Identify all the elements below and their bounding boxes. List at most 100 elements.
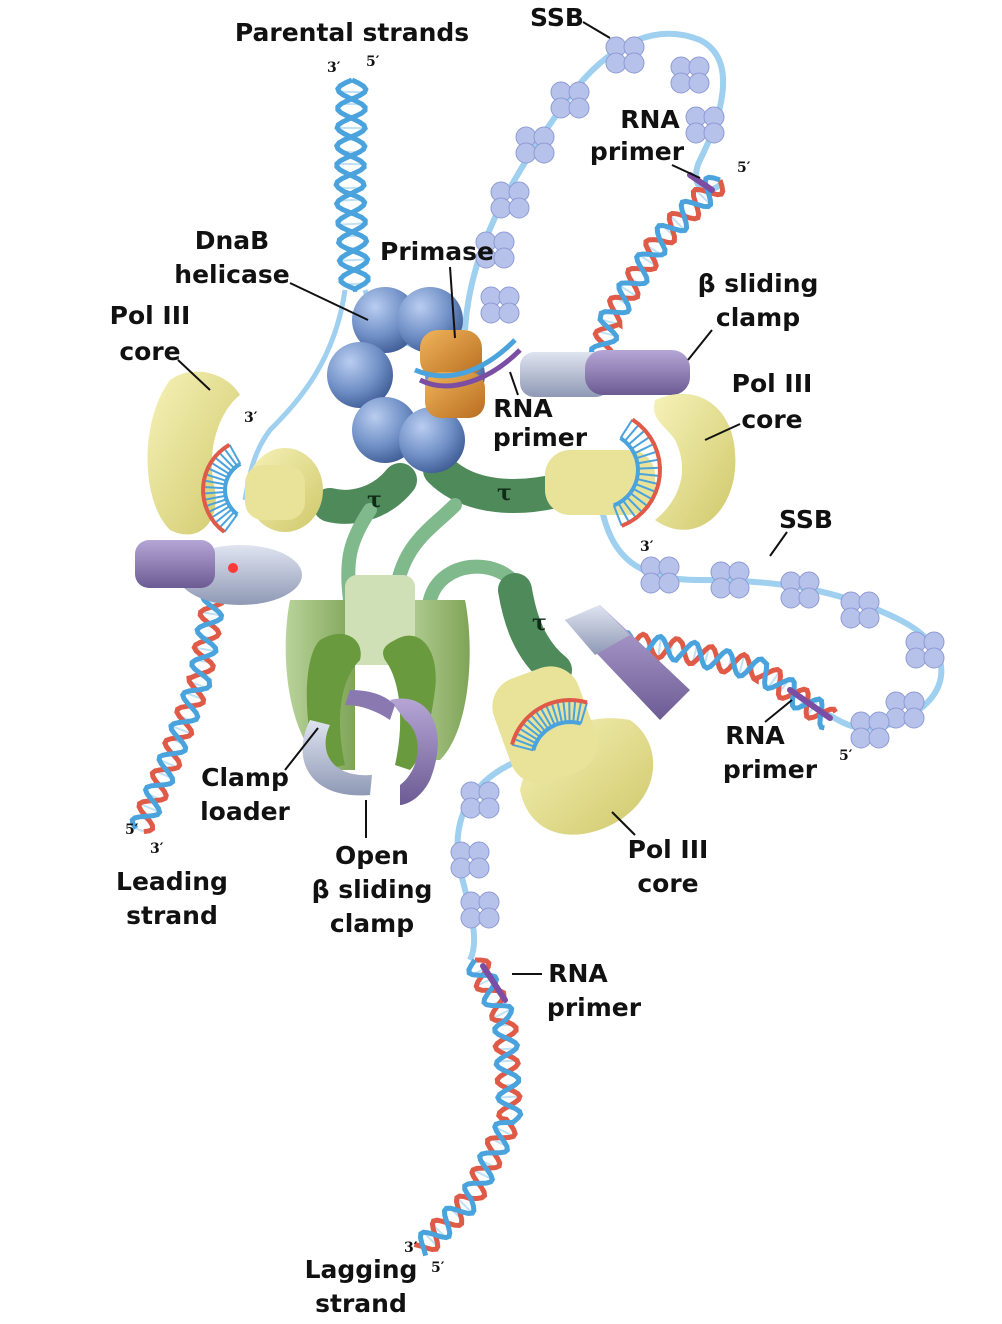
base-pair bbox=[632, 487, 653, 501]
ssb-proteins-bottom bbox=[450, 781, 500, 929]
base-pair bbox=[210, 461, 231, 475]
helix-rung bbox=[135, 827, 145, 833]
label-lagging-2: strand bbox=[315, 1289, 407, 1318]
end-leading-3: 3′ bbox=[150, 841, 164, 857]
leader-rna-primer-mid bbox=[509, 371, 519, 396]
helix-rung bbox=[338, 222, 366, 226]
leader-rna-primer-top bbox=[671, 164, 701, 179]
leader-rna-primer-right bbox=[764, 699, 793, 723]
ssb-protein bbox=[515, 126, 555, 164]
ssb-protein bbox=[460, 781, 500, 819]
end-left-core-3: 3′ bbox=[244, 410, 258, 426]
label-rna-primer-top-1: RNA bbox=[620, 105, 680, 134]
base-pair bbox=[627, 429, 646, 446]
label-ssb-top: SSB bbox=[530, 3, 584, 32]
base-pair bbox=[636, 477, 659, 486]
leader-pol3-left bbox=[177, 359, 211, 391]
leading-strand-synthesis bbox=[201, 443, 242, 534]
label-pol3-left-2: core bbox=[119, 337, 180, 366]
base-pair bbox=[203, 485, 226, 490]
base-pair bbox=[515, 732, 537, 745]
base-pair bbox=[634, 482, 657, 493]
base-pair bbox=[203, 490, 226, 495]
base-pair bbox=[556, 701, 563, 724]
label-rna-primer-low-1: RNA bbox=[548, 959, 608, 988]
ssb-protein bbox=[905, 631, 945, 669]
helix-rung bbox=[139, 802, 160, 814]
tau-label-bottom: τ bbox=[532, 610, 547, 636]
helix-strand-a bbox=[129, 587, 225, 830]
ssb-right-loop bbox=[597, 499, 945, 749]
end-leading-5: 5′ bbox=[125, 822, 139, 838]
base-pair bbox=[623, 423, 640, 442]
end-lagging-3: 3′ bbox=[404, 1240, 418, 1256]
template-strand bbox=[612, 436, 641, 508]
label-pol3-right-1: Pol III bbox=[732, 369, 813, 398]
label-pol3-bottom-2: core bbox=[637, 869, 698, 898]
base-pair bbox=[205, 498, 227, 508]
leader-ssb-top bbox=[582, 21, 611, 39]
end-lagging-5: 5′ bbox=[431, 1260, 445, 1276]
base-pair bbox=[637, 466, 660, 470]
label-clamp-loader-2: loader bbox=[200, 797, 290, 826]
ssb-protein bbox=[475, 231, 515, 269]
label-rna-primer-right-2: primer bbox=[723, 755, 818, 784]
base-pair bbox=[633, 443, 655, 455]
helix-rung bbox=[668, 214, 686, 232]
base-pair bbox=[612, 505, 623, 527]
tau-label-left: τ bbox=[367, 487, 382, 513]
leader-beta-clamp bbox=[687, 329, 713, 361]
rna-primer-segment bbox=[687, 172, 715, 193]
label-open-clamp-3: clamp bbox=[330, 909, 414, 938]
base-pair bbox=[619, 418, 634, 439]
base-pair bbox=[228, 444, 242, 465]
helix-rung bbox=[472, 1168, 493, 1181]
label-open-clamp-2: β sliding bbox=[312, 875, 433, 904]
end-top-primer-5: 5′ bbox=[737, 160, 751, 176]
ssb-protein bbox=[840, 591, 880, 629]
helix-rung bbox=[337, 126, 366, 130]
label-pol3-bottom-1: Pol III bbox=[628, 835, 709, 864]
label-rna-primer-right-1: RNA bbox=[725, 721, 785, 750]
ssb-protein bbox=[685, 106, 725, 144]
helix-rung bbox=[339, 258, 368, 262]
label-leading-2: strand bbox=[126, 901, 218, 930]
ssb-protein bbox=[640, 556, 680, 594]
label-beta-clamp-2: clamp bbox=[716, 303, 800, 332]
base-pair bbox=[205, 473, 227, 482]
leader-dnab bbox=[289, 282, 369, 321]
leader-pol3-bottom bbox=[611, 811, 636, 836]
helix-rung bbox=[618, 284, 638, 298]
leader-pol3-right bbox=[704, 423, 741, 441]
base-pair bbox=[637, 458, 660, 465]
label-lagging-1: Lagging bbox=[305, 1255, 418, 1284]
label-open-clamp-1: Open bbox=[335, 841, 409, 870]
base-pair bbox=[511, 743, 534, 752]
ssb-protein bbox=[850, 711, 890, 749]
base-pair bbox=[203, 494, 226, 501]
base-pair bbox=[203, 479, 226, 486]
rna-primer-segment bbox=[480, 963, 508, 1003]
base-pair bbox=[207, 501, 229, 514]
base-pair bbox=[513, 738, 535, 748]
beta-clamp-bottom bbox=[565, 605, 690, 720]
base-pair bbox=[545, 704, 556, 726]
new-strand bbox=[620, 417, 663, 528]
end-parental-5: 5′ bbox=[366, 54, 380, 70]
helix-strand-b bbox=[333, 77, 371, 293]
label-clamp-loader-1: Clamp bbox=[201, 763, 289, 792]
new-strand bbox=[510, 697, 588, 746]
ssb-protein bbox=[550, 81, 590, 119]
leading-strand-helix bbox=[129, 587, 228, 835]
base-pair bbox=[576, 700, 583, 723]
end-right-primer-5: 5′ bbox=[839, 748, 853, 764]
lagging-template-helix-upper bbox=[588, 172, 726, 363]
base-pair bbox=[223, 513, 239, 533]
leading-3prime-marker bbox=[228, 563, 238, 573]
label-rna-primer-top-2: primer bbox=[590, 137, 685, 166]
lagging-strand-synthesis-lower bbox=[510, 697, 588, 752]
new-strand bbox=[201, 443, 231, 534]
base-pair bbox=[635, 450, 658, 460]
base-pair bbox=[534, 710, 549, 730]
